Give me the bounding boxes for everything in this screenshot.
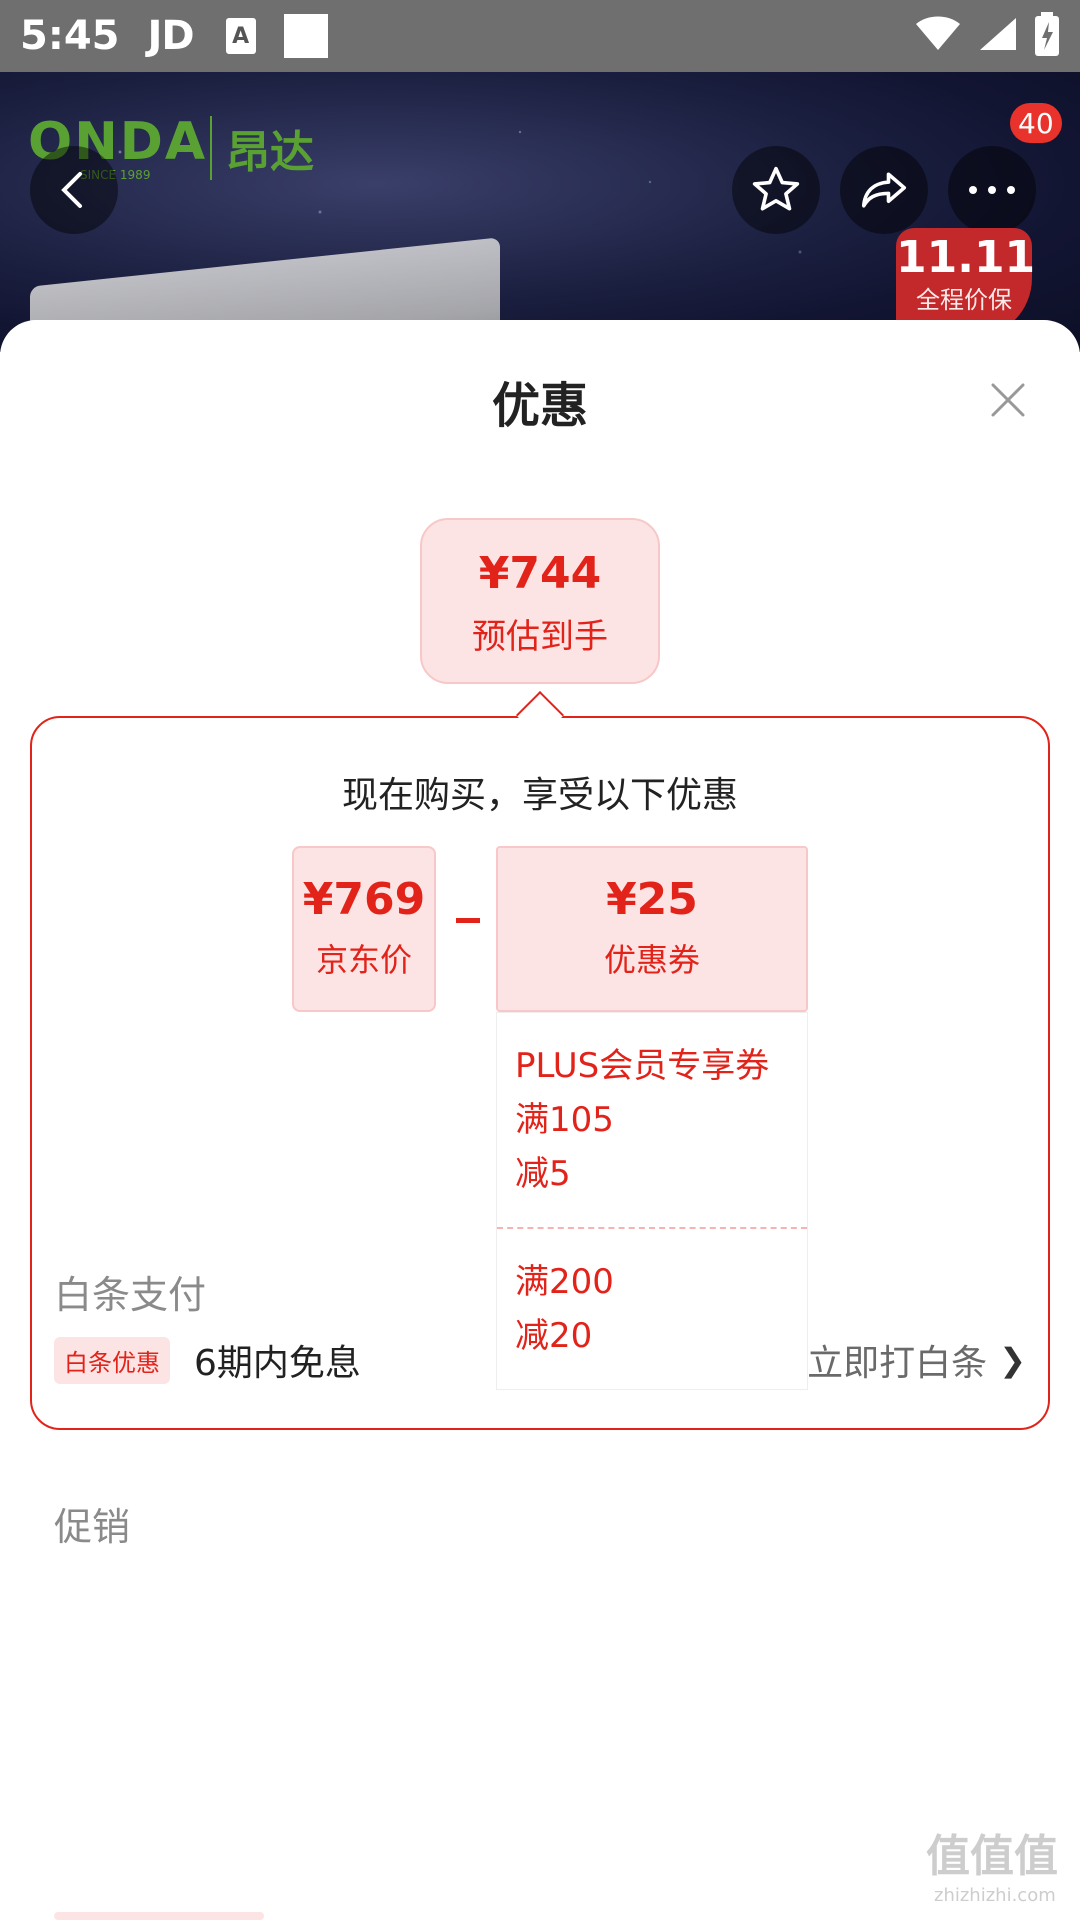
baitiao-row: 白条优惠 6期内免息 立即打白条 ❯ <box>54 1330 1026 1390</box>
brand-name: 昂达 <box>210 116 314 180</box>
chevron-right-icon: ❯ <box>999 1341 1026 1379</box>
signal-icon <box>978 16 1018 56</box>
more-icon <box>969 186 1015 194</box>
jd-price: ¥769 <box>302 874 426 925</box>
jd-price-label: 京东价 <box>315 941 412 979</box>
star-icon <box>752 166 800 211</box>
a-notification-icon: A <box>225 18 256 54</box>
brand-logo: ONDA <box>28 112 208 172</box>
product-banner: ONDA 昂达 SINCE 1989 40 11.11 全程价保 <box>0 72 1080 352</box>
close-button[interactable] <box>980 372 1036 428</box>
baitiao-section-label: 白条支付 <box>54 1273 207 1317</box>
estimated-price-label: 预估到手 <box>472 617 608 657</box>
estimated-price-box: ¥744 预估到手 <box>420 518 660 684</box>
back-button[interactable] <box>30 146 118 234</box>
promotion-tag-partial <box>54 1912 264 1920</box>
coupon-threshold: 满200 <box>515 1262 614 1302</box>
sheet-title: 优惠 <box>491 378 588 434</box>
baitiao-offer: 6期内免息 <box>194 1343 361 1384</box>
close-icon <box>991 383 1025 417</box>
coupon-item: PLUS会员专享券 满105 减5 <box>497 1013 807 1227</box>
minus-sign <box>456 918 480 923</box>
coupon-total-label: 优惠券 <box>603 941 700 979</box>
coupon-total: ¥25 <box>606 874 698 925</box>
jd-price-box: ¥769 京东价 <box>292 846 436 1012</box>
share-icon <box>861 172 907 208</box>
discount-breakdown: 现在购买，享受以下优惠 ¥769 京东价 ¥25 优惠券 PLUS会员专享券 满… <box>30 716 1050 1430</box>
coupon-threshold: 满105 <box>515 1100 614 1140</box>
baitiao-action[interactable]: 立即打白条 ❯ <box>807 1334 1026 1386</box>
chevron-left-icon <box>61 172 82 208</box>
coupon-item: 满200 减20 <box>497 1227 807 1389</box>
favorite-button[interactable] <box>732 146 820 234</box>
status-time: 5:45 <box>20 13 120 59</box>
coupon-list: PLUS会员专享券 满105 减5 满200 减20 <box>496 1012 808 1390</box>
brand-since: SINCE 1989 <box>80 168 151 182</box>
share-button[interactable] <box>840 146 928 234</box>
square-notification-icon <box>283 14 328 58</box>
coupon-name: PLUS会员专享券 <box>515 1046 770 1086</box>
jd-notification-icon: JD <box>147 13 195 59</box>
coupon-discount: 减5 <box>515 1154 571 1194</box>
coupon-discount: 减20 <box>515 1316 593 1356</box>
baitiao-action-label: 立即打白条 <box>807 1343 988 1384</box>
coupon-total-box: ¥25 优惠券 <box>496 846 808 1012</box>
baitiao-tag: 白条优惠 <box>54 1336 170 1384</box>
promo-main: 11.11 <box>896 232 1036 283</box>
wifi-icon <box>914 16 962 56</box>
watermark-url: zhizhizhi.com <box>934 1885 1056 1906</box>
status-icons <box>914 12 1060 60</box>
cart-count-badge: 40 <box>1010 103 1062 143</box>
watermark-logo: 值值值 <box>926 1831 1058 1882</box>
status-bar: 5:45 JD A <box>0 0 1080 72</box>
breakdown-heading: 现在购买，享受以下优惠 <box>341 775 738 816</box>
battery-charging-icon <box>1034 12 1060 60</box>
more-button[interactable] <box>948 146 1036 234</box>
estimated-price: ¥744 <box>478 548 602 599</box>
promo-sub: 全程价保 <box>916 286 1012 314</box>
promo-badge: 11.11 全程价保 <box>896 228 1036 338</box>
promotion-section-label: 促销 <box>54 1505 131 1549</box>
discount-sheet: 优惠 ¥744 预估到手 现在购买，享受以下优惠 ¥769 京东价 ¥25 优惠… <box>0 320 1080 1920</box>
